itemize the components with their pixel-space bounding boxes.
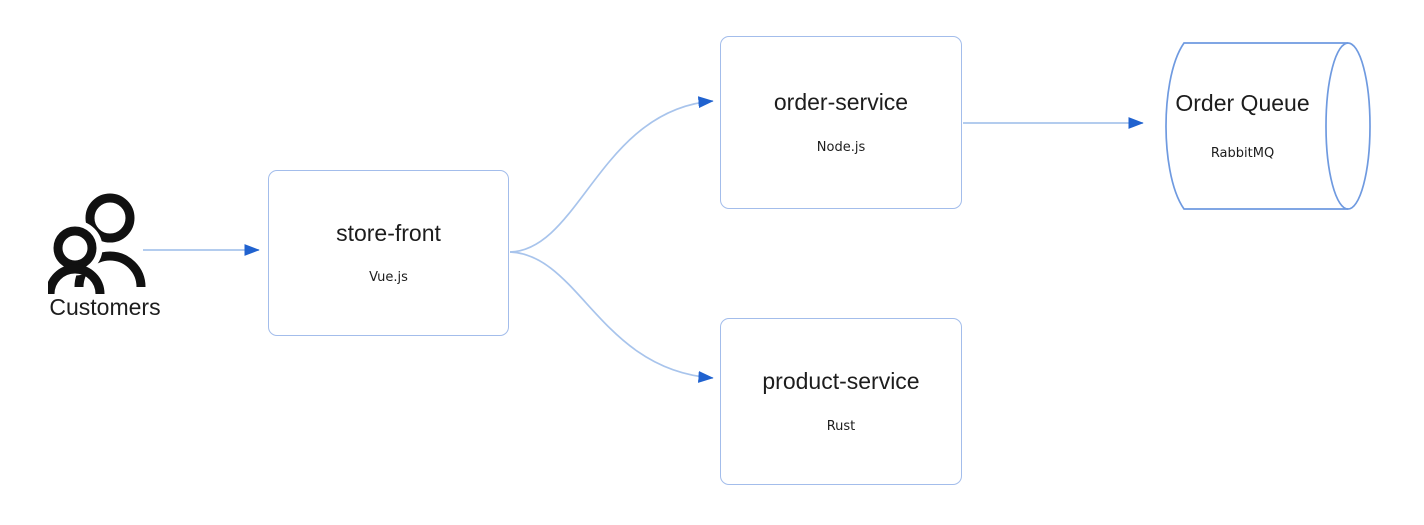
node-product-service-title: product-service — [762, 368, 920, 395]
actor-customers-label: Customers — [49, 294, 161, 320]
node-store-front[interactable]: store-front Vue.js — [268, 170, 509, 336]
node-store-front-title: store-front — [336, 219, 441, 246]
node-order-service-subtitle: Node.js — [816, 139, 866, 155]
node-order-queue-title: Order Queue — [1175, 90, 1310, 117]
node-order-queue[interactable]: Order Queue RabbitMQ — [1160, 41, 1372, 211]
node-order-queue-subtitle: RabbitMQ — [1210, 145, 1275, 161]
edge-store-front-to-order-service — [509, 96, 714, 253]
cylinder-shape-icon — [1165, 42, 1371, 210]
edge-store-front-to-product-service — [509, 251, 714, 383]
node-order-service[interactable]: order-service Node.js — [720, 36, 962, 209]
actor-customers[interactable]: Customers — [40, 190, 170, 330]
two-people-icon — [48, 193, 146, 295]
node-order-service-title: order-service — [773, 89, 909, 116]
node-product-service-subtitle: Rust — [826, 418, 856, 434]
node-product-service[interactable]: product-service Rust — [720, 318, 962, 485]
node-order-queue-text: Order Queue RabbitMQ — [1160, 41, 1325, 211]
node-store-front-subtitle: Vue.js — [369, 270, 408, 285]
